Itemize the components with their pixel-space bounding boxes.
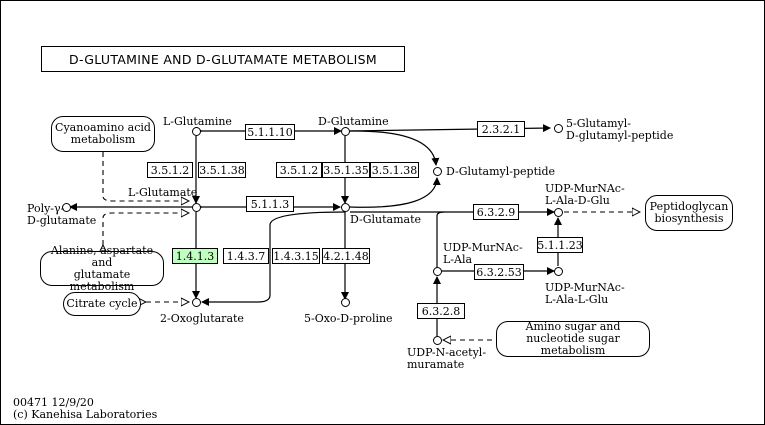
label-d-glutamate: D-Glutamate	[350, 213, 422, 226]
footer-id-date: 00471 12/9/20	[13, 396, 94, 409]
edge-dgln-dglupep	[349, 130, 440, 166]
compound-udp-ala-l-glu-node[interactable]	[554, 267, 563, 276]
footer-copyright: (c) Kanehisa Laboratories	[13, 408, 158, 421]
compound-l-glutamate-node[interactable]	[192, 203, 201, 212]
map-amino-sugar[interactable]: Amino sugar and nucleotide sugar metabol…	[496, 321, 650, 357]
enzyme-1-4-1-3[interactable]: 1.4.1.3	[172, 248, 218, 264]
compound-poly-glutamate-node[interactable]	[62, 203, 71, 212]
enzyme-5-1-1-23[interactable]: 5.1.1.23	[537, 237, 583, 253]
label-d-glutamyl-peptide: D-Glutamyl-peptide	[446, 165, 556, 178]
compound-oxoglutarate-node[interactable]	[192, 298, 201, 307]
enzyme-3-5-1-2-a[interactable]: 3.5.1.2	[147, 162, 193, 178]
label-udp-n-acetylmuramate: UDP-N-acetyl- muramate	[407, 346, 487, 371]
compound-glutamyl-peptide-node[interactable]	[554, 124, 563, 133]
map-alanine[interactable]: Alanine, aspartate and glutamate metabol…	[40, 244, 164, 292]
edge-dglu-dglupep	[349, 177, 441, 208]
label-oxoglutarate: 2-Oxoglutarate	[160, 312, 244, 325]
enzyme-6-3-2-8[interactable]: 6.3.2.8	[417, 303, 465, 319]
map-citrate[interactable]: Citrate cycle	[63, 292, 141, 316]
compound-udp-ala-node[interactable]	[433, 267, 442, 276]
label-l-glutamate: L-Glutamate	[128, 186, 198, 199]
map-cyanoamino[interactable]: Cyanoamino acid metabolism	[51, 116, 155, 152]
map-peptidoglycan[interactable]: Peptidoglycan biosynthesis	[645, 195, 733, 231]
diagram-title: D-GLUTAMINE AND D-GLUTAMATE METABOLISM	[41, 46, 405, 72]
compound-udp-ala-d-glu-node[interactable]	[554, 208, 563, 217]
enzyme-6-3-2-9[interactable]: 6.3.2.9	[473, 204, 519, 220]
label-udp-ala-d-glu: UDP-MurNAc- L-Ala-D-Glu	[545, 182, 625, 207]
enzyme-5-1-1-3[interactable]: 5.1.1.3	[246, 196, 294, 212]
enzyme-1-4-3-15[interactable]: 1.4.3.15	[272, 248, 320, 264]
enzyme-1-4-3-7[interactable]: 1.4.3.7	[223, 248, 269, 264]
enzyme-3-5-1-38-a[interactable]: 3.5.1.38	[198, 162, 246, 178]
edge-dglu-oxo	[201, 211, 346, 306]
enzyme-2-3-2-1[interactable]: 2.3.2.1	[477, 121, 525, 137]
label-udp-ala-l-glu: UDP-MurNAc- L-Ala-L-Glu	[545, 281, 625, 306]
dash-alanine	[103, 213, 189, 245]
enzyme-3-5-1-38-b[interactable]: 3.5.1.38	[370, 162, 419, 178]
compound-d-glutamate-node[interactable]	[341, 203, 350, 212]
compound-oxo-proline-node[interactable]	[341, 298, 350, 307]
label-glutamyl-peptide: 5-Glutamyl- D-glutamyl-peptide	[566, 117, 674, 142]
enzyme-5-1-1-10[interactable]: 5.1.1.10	[245, 124, 295, 140]
enzyme-3-5-1-35[interactable]: 3.5.1.35	[322, 162, 370, 178]
label-l-glutamine: L-Glutamine	[163, 115, 232, 128]
dash-cyano	[103, 152, 189, 201]
compound-d-glutamyl-peptide-node[interactable]	[433, 167, 442, 176]
label-poly-glutamate: Poly-γ- D-glutamate	[27, 202, 97, 227]
label-d-glutamine: D-Glutamine	[318, 115, 389, 128]
compound-l-glutamine-node[interactable]	[192, 127, 201, 136]
compound-udp-n-acetylmuramate-node[interactable]	[433, 336, 442, 345]
label-oxo-proline: 5-Oxo-D-proline	[304, 312, 393, 325]
label-udp-ala: UDP-MurNAc- L-Ala	[443, 241, 523, 266]
enzyme-3-5-1-2-b[interactable]: 3.5.1.2	[276, 162, 322, 178]
compound-d-glutamine-node[interactable]	[341, 127, 350, 136]
edge-udpa-udpadg	[436, 211, 445, 268]
enzyme-4-2-1-48[interactable]: 4.2.1.48	[322, 248, 370, 264]
enzyme-6-3-2-53[interactable]: 6.3.2.53	[474, 264, 524, 280]
